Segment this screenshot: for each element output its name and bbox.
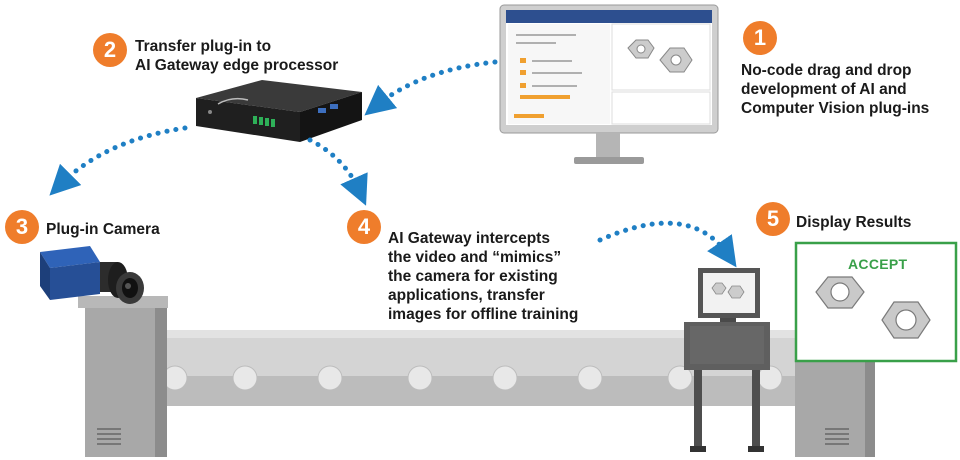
step-badge-2: 2 — [93, 33, 127, 67]
step-badge-4: 4 — [347, 210, 381, 244]
step-badge-3: 3 — [5, 210, 39, 244]
desktop-monitor-icon — [499, 4, 719, 164]
step-2-description: Transfer plug-in to AI Gateway edge proc… — [135, 37, 338, 75]
result-display-panel — [794, 241, 958, 363]
arrow-monitor-to-gateway — [364, 59, 498, 116]
step-4-line-1: AI Gateway intercepts — [388, 230, 550, 247]
step-5-description: Display Results — [796, 213, 911, 232]
flow-arrows — [49, 59, 737, 268]
step-2-line-1: Transfer plug-in to — [135, 38, 272, 55]
camera-icon — [40, 246, 144, 304]
step-3-line-1: Plug-in Camera — [46, 221, 160, 238]
step-2-line-2: AI Gateway edge processor — [135, 57, 339, 74]
accept-result-label: ACCEPT — [848, 256, 908, 272]
gateway-device-icon — [196, 80, 362, 142]
step-5-line-1: Display Results — [796, 214, 912, 231]
conveyor-rollers — [162, 365, 783, 391]
step-1-description: No-code drag and drop development of AI … — [741, 61, 929, 118]
step-4-description: AI Gateway intercepts the video and “mim… — [388, 229, 578, 324]
arrow-ai-step-to-terminal — [597, 220, 737, 268]
step-4-line-4: applications, transfer — [388, 287, 545, 304]
arrow-gateway-to-ai-step — [307, 137, 368, 206]
step-1-line-1: No-code drag and drop — [741, 62, 912, 79]
hex-nut-icon — [815, 276, 865, 309]
step-badge-5: 5 — [756, 202, 790, 236]
hex-nut-icon — [881, 301, 931, 339]
arrow-gateway-to-camera — [49, 125, 188, 196]
step-4-line-5: images for offline training — [388, 306, 579, 323]
step-badge-1: 1 — [743, 21, 777, 55]
step-1-line-3: Computer Vision plug-ins — [741, 100, 930, 117]
step-4-line-3: the camera for existing — [388, 268, 558, 285]
step-3-description: Plug-in Camera — [46, 220, 160, 239]
left-stand — [78, 296, 168, 457]
step-4-line-2: the video and “mimics” — [388, 249, 562, 266]
inspection-terminal-icon — [684, 268, 770, 452]
step-1-line-2: development of AI and — [741, 81, 907, 98]
right-stand — [795, 355, 875, 457]
